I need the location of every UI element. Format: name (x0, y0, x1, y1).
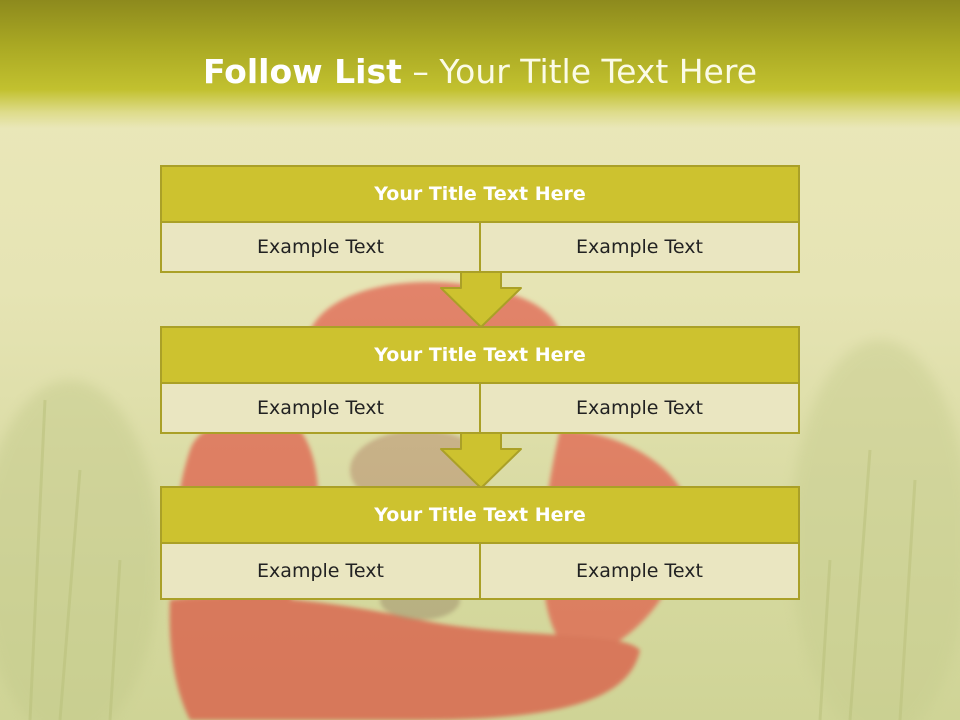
step-cell-right: Example Text (479, 384, 798, 432)
step-cell-left: Example Text (257, 397, 384, 419)
step-title: Your Title Text Here (160, 486, 800, 544)
step-cell-left: Example Text (257, 560, 384, 582)
step-box-3: Your Title Text Here Example Text Exampl… (160, 486, 800, 600)
slide-title-bold: Follow List (202, 52, 402, 91)
step-row: Example Text Example Text (160, 223, 800, 273)
step-box-2: Your Title Text Here Example Text Exampl… (160, 326, 800, 434)
step-box-1: Your Title Text Here Example Text Exampl… (160, 165, 800, 273)
down-arrow-icon (440, 432, 522, 489)
step-row: Example Text Example Text (160, 544, 800, 600)
title-bar (0, 0, 960, 128)
step-cell-right: Example Text (479, 544, 798, 598)
down-arrow-icon (440, 271, 522, 328)
slide-title-rest: – Your Title Text Here (412, 52, 758, 91)
step-row: Example Text Example Text (160, 384, 800, 434)
step-cell-right: Example Text (479, 223, 798, 271)
step-title: Your Title Text Here (160, 165, 800, 223)
slide-title: Follow List – Your Title Text Here (0, 52, 960, 91)
step-cell-left: Example Text (257, 236, 384, 258)
step-title: Your Title Text Here (160, 326, 800, 384)
